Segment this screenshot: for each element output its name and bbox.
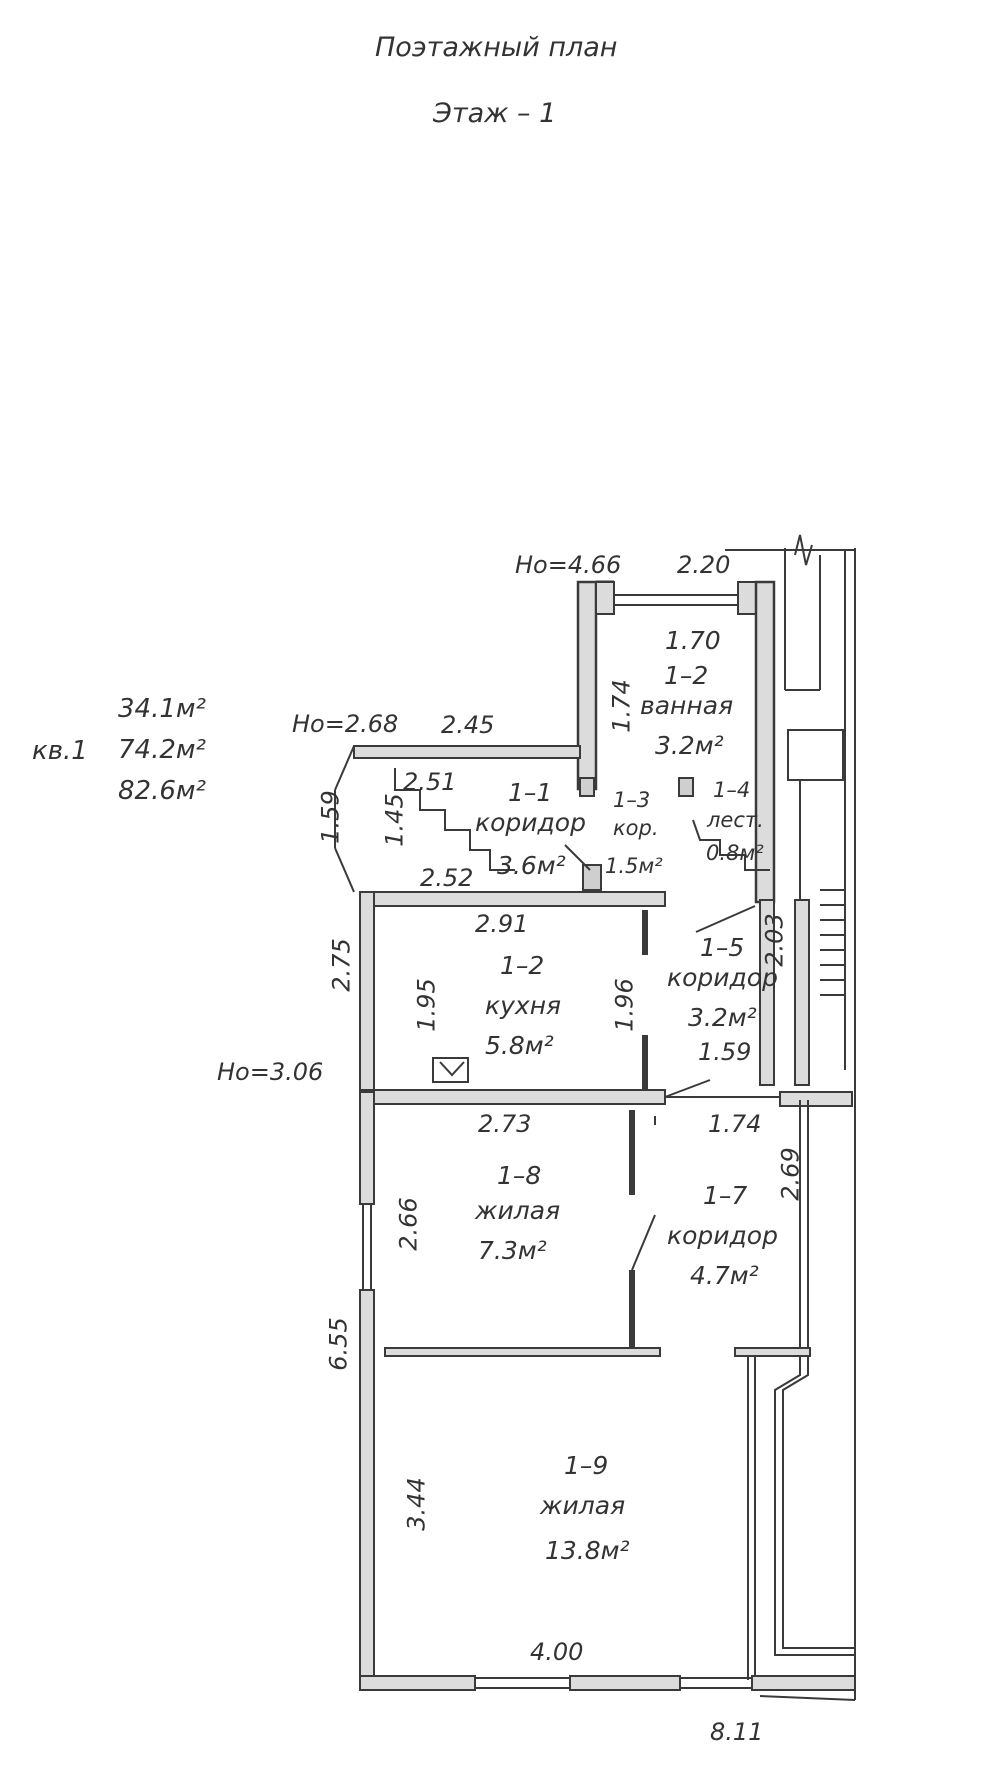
room-number: 1–2	[500, 951, 545, 980]
apartment-area-full: 82.6м²	[118, 776, 206, 806]
dim-1-74: 1.74	[607, 679, 636, 733]
floor-label: Этаж – 1	[433, 98, 557, 129]
apartment-label: кв.1	[32, 736, 88, 766]
room-area: 4.7м²	[690, 1261, 759, 1290]
room-number: 1–4	[713, 778, 751, 802]
plan-title: Поэтажный план	[375, 32, 618, 63]
dim-1-59: 1.59	[698, 1038, 752, 1066]
dim-2-03: 2.03	[760, 913, 789, 967]
room-area: 3.2м²	[688, 1003, 757, 1032]
room-area: 7.3м²	[478, 1236, 547, 1265]
room-area: 3.2м²	[655, 731, 724, 760]
room-name: кор.	[613, 816, 659, 840]
room-number: 1–5	[700, 933, 745, 962]
room-number: 1–2	[664, 661, 709, 690]
room-name: коридор	[667, 963, 778, 992]
dim-1-70: 1.70	[665, 626, 721, 655]
height-mark: Но=4.66	[515, 551, 622, 579]
dim-1-59: 1.59	[316, 790, 345, 844]
height-mark: Но=3.06	[217, 1058, 324, 1086]
dim-8-11: 8.11	[710, 1718, 764, 1746]
room-area: 5.8м²	[485, 1031, 554, 1060]
room-area: 1.5м²	[605, 854, 663, 878]
dim-2-91: 2.91	[475, 910, 529, 938]
dim-4-00: 4.00	[530, 1638, 584, 1666]
dim-1-45: 1.45	[380, 793, 409, 847]
apartment-area-living: 34.1м²	[118, 694, 206, 724]
room-name: коридор	[475, 808, 586, 837]
dim-2-20: 2.20	[677, 551, 731, 579]
dim-1-74: 1.74	[708, 1110, 762, 1138]
dim-1-96: 1.96	[610, 978, 639, 1032]
room-number: 1–9	[564, 1451, 609, 1480]
room-name: кухня	[485, 991, 562, 1020]
dim-2-73: 2.73	[478, 1110, 532, 1138]
height-mark: Но=2.68	[292, 710, 399, 738]
room-number: 1–7	[703, 1181, 748, 1210]
room-area: 0.8м²	[706, 841, 764, 865]
room-number: 1–3	[613, 788, 651, 812]
dim-2-45: 2.45	[441, 711, 495, 739]
dim-1-95: 1.95	[412, 978, 441, 1032]
room-area: 13.8м²	[545, 1536, 630, 1565]
room-number: 1–8	[497, 1161, 542, 1190]
room-name: жилая	[540, 1491, 626, 1520]
room-name: лест.	[707, 808, 764, 832]
room-name: жилая	[475, 1196, 561, 1225]
dim-2-66: 2.66	[394, 1197, 423, 1251]
room-number: 1–1	[508, 778, 553, 807]
apartment-area-total: 74.2м²	[118, 735, 206, 765]
dim-2-51: 2.51	[403, 768, 457, 796]
room-name: коридор	[667, 1221, 778, 1250]
dim-3-44: 3.44	[402, 1477, 431, 1531]
dim-2-69: 2.69	[776, 1147, 805, 1201]
dim-6-55: 6.55	[324, 1317, 353, 1371]
room-name: ванная	[640, 691, 734, 720]
room-area: 3.6м²	[497, 851, 566, 880]
dim-2-52: 2.52	[420, 864, 474, 892]
dim-2-75: 2.75	[327, 938, 356, 992]
